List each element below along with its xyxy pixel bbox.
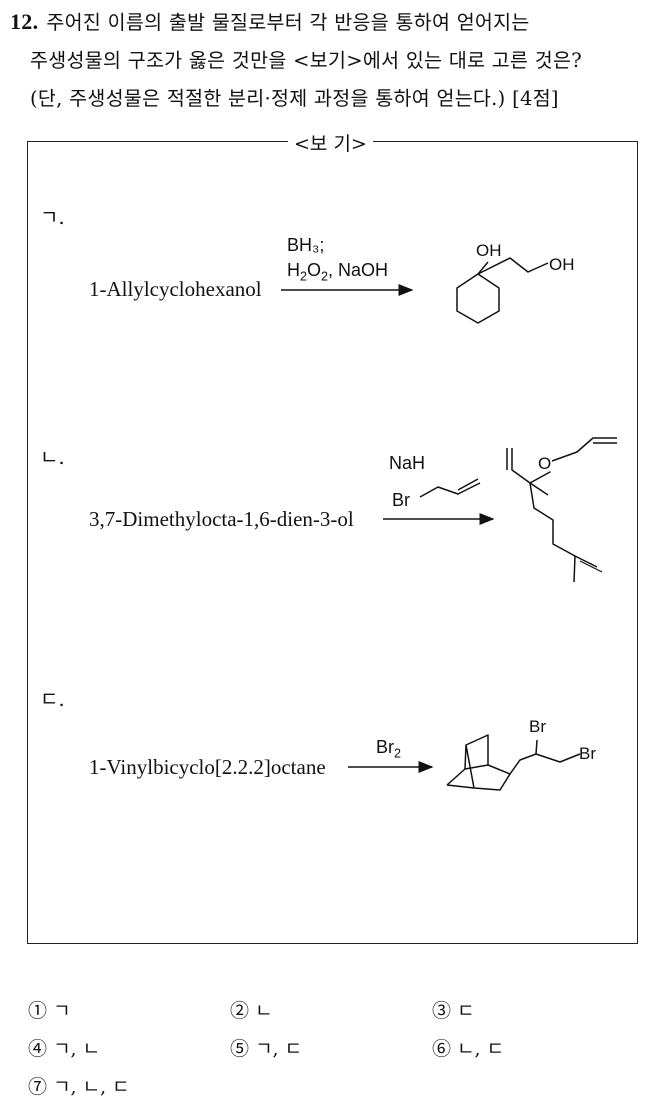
question-number: 12. (10, 9, 39, 34)
choice-4[interactable]: ④ ㄱ, ㄴ (28, 1038, 101, 1060)
bogi-title: <보 기> (288, 129, 373, 156)
choice-1[interactable]: ① ㄱ (28, 1000, 71, 1022)
reagent-2b: Br (392, 490, 410, 510)
atom-o: O (538, 454, 552, 473)
atom-oh-1: OH (476, 241, 502, 260)
atom-oh-2: OH (549, 255, 575, 274)
reagent-1a: BH₃; (287, 235, 325, 255)
question-line-2: 주생성물의 구조가 옳은 것만을 <보기>에서 있는 대로 고른 것은? (30, 49, 583, 72)
choice-2[interactable]: ② ㄴ (230, 1000, 273, 1022)
item-label-1: ㄱ. (40, 205, 65, 229)
question-line-1: 12. 주어진 이름의 출발 물질로부터 각 반응을 통하여 얻어지는 (10, 6, 530, 35)
atom-br-1: Br (529, 717, 546, 736)
reactant-1: 1-Allylcyclohexanol (89, 277, 262, 301)
reagent-2a: NaH (389, 453, 426, 473)
choice-5[interactable]: ⑤ ㄱ, ㄷ (230, 1038, 303, 1060)
choice-7[interactable]: ⑦ ㄱ, ㄴ, ㄷ (28, 1076, 130, 1098)
reactant-2: 3,7-Dimethylocta-1,6-dien-3-ol (89, 507, 354, 531)
atom-br-2: Br (579, 744, 596, 763)
choice-3[interactable]: ③ ㄷ (432, 1000, 475, 1022)
reactant-3: 1-Vinylbicyclo[2.2.2]octane (89, 755, 326, 779)
question-text-1: 주어진 이름의 출발 물질로부터 각 반응을 통하여 얻어지는 (46, 11, 530, 34)
question-line-3: (단, 주생성물은 적절한 분리·정제 과정을 통하여 얻는다.) [4점] (30, 87, 559, 110)
item-label-2: ㄴ. (40, 445, 65, 469)
item-label-3: ㄷ. (40, 687, 65, 711)
reagent-1b: H2O2, NaOH (287, 260, 389, 284)
cyclohexane-ring (456, 273, 500, 324)
reagent-3: Br2 (376, 737, 402, 761)
choice-6[interactable]: ⑥ ㄴ, ㄷ (432, 1038, 505, 1060)
